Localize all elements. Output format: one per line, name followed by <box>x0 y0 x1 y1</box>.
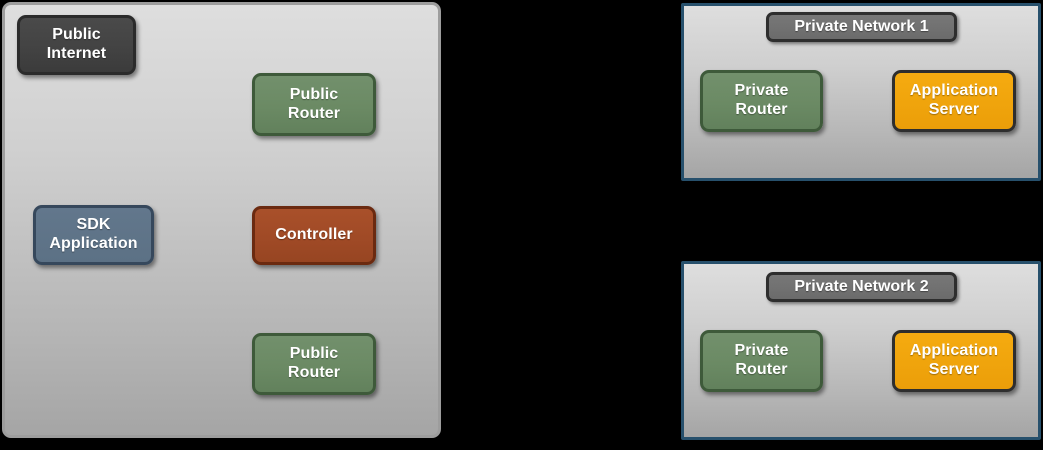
node-application-server-2[interactable]: Application Server <box>892 330 1016 392</box>
private-network-1-title-badge: Private Network 1 <box>766 12 957 42</box>
private-network-2-panel: Private Network 2 Private Router Applica… <box>681 261 1041 440</box>
node-application-server-1[interactable]: Application Server <box>892 70 1016 132</box>
private-network-1-panel: Private Network 1 Private Router Applica… <box>681 3 1041 181</box>
private-network-2-title-badge: Private Network 2 <box>766 272 957 302</box>
public-zone-panel: Public Internet Public Router SDK Applic… <box>2 2 441 438</box>
node-public-internet[interactable]: Public Internet <box>17 15 136 75</box>
node-private-router-2[interactable]: Private Router <box>700 330 823 392</box>
node-public-router-bottom[interactable]: Public Router <box>252 333 376 395</box>
node-sdk-application[interactable]: SDK Application <box>33 205 154 265</box>
node-public-router-top[interactable]: Public Router <box>252 73 376 136</box>
node-private-router-1[interactable]: Private Router <box>700 70 823 132</box>
node-controller[interactable]: Controller <box>252 206 376 265</box>
